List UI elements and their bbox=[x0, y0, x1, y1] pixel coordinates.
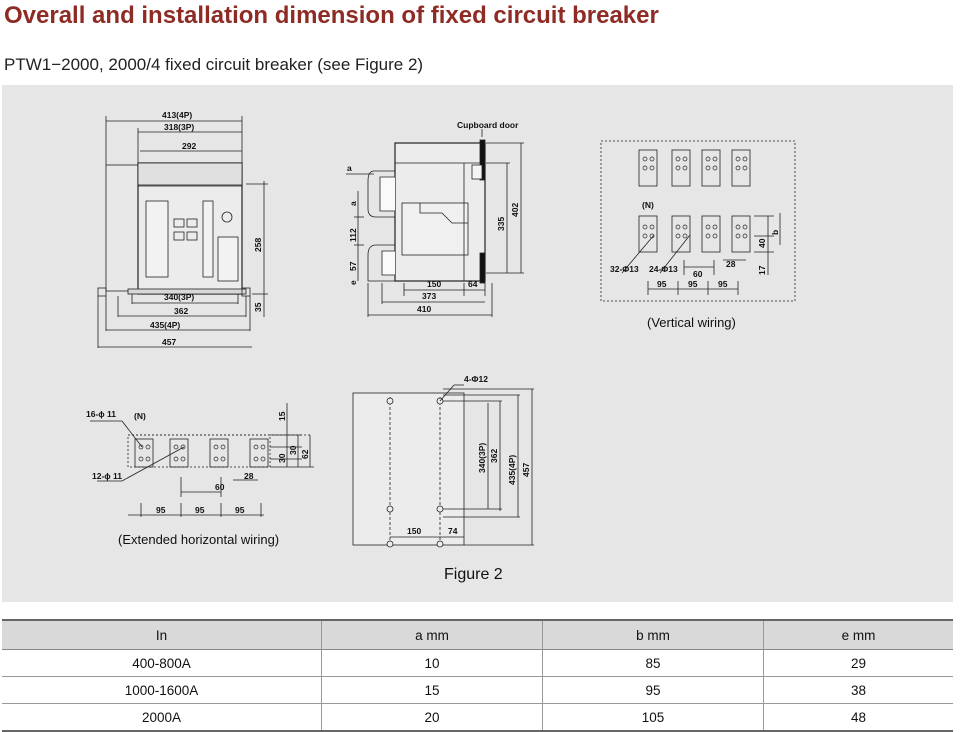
rating-table: In a mm b mm e mm 400-800A 10 85 29 1000… bbox=[2, 619, 953, 732]
cell-in: 2000A bbox=[2, 703, 322, 732]
dim-57: 57 bbox=[348, 261, 358, 271]
vw-32-holes: 32-Φ13 bbox=[610, 264, 639, 274]
vw-dim-b: b bbox=[770, 230, 780, 235]
hw-dim-95-b: 95 bbox=[195, 505, 205, 515]
dim-35: 35 bbox=[253, 302, 263, 312]
vertical-wiring-caption: (Vertical wiring) bbox=[647, 315, 736, 330]
header-in: In bbox=[2, 619, 322, 650]
hw-dim-15: 15 bbox=[277, 411, 287, 421]
cell-in: 1000-1600A bbox=[2, 676, 322, 704]
mount-dim-435-4p: 435(4P) bbox=[507, 455, 517, 485]
dim-150-side: 150 bbox=[427, 279, 441, 289]
horizontal-wiring-caption: (Extended horizontal wiring) bbox=[118, 532, 279, 547]
page-title: Overall and installation dimension of fi… bbox=[4, 2, 659, 29]
mounting-view: 4-Φ12 340(3P) 362 435(4P) 457 150 74 bbox=[352, 374, 534, 548]
vw-dim-28: 28 bbox=[726, 259, 736, 269]
table-header-row: In a mm b mm e mm bbox=[2, 619, 953, 650]
mount-dim-74: 74 bbox=[448, 526, 458, 536]
cell-a: 10 bbox=[321, 649, 543, 677]
table-row: 2000A 20 105 48 bbox=[2, 703, 953, 732]
cell-e: 48 bbox=[763, 703, 953, 732]
cell-e: 29 bbox=[763, 649, 953, 677]
cell-in: 400-800A bbox=[2, 649, 322, 677]
mount-dim-150: 150 bbox=[407, 526, 421, 536]
dim-362: 362 bbox=[174, 306, 188, 316]
mount-dim-362: 362 bbox=[489, 449, 499, 463]
dim-410: 410 bbox=[417, 304, 431, 314]
hw-dim-95-a: 95 bbox=[156, 505, 166, 515]
dim-318-3p: 318(3P) bbox=[164, 122, 194, 132]
cell-e: 38 bbox=[763, 676, 953, 704]
hw-dim-60: 60 bbox=[215, 482, 225, 492]
vw-dim-95-b: 95 bbox=[688, 279, 698, 289]
front-view: 413(4P) 318(3P) 292 258 35 340(3P) 362 4… bbox=[97, 110, 268, 348]
hw-neutral-label: (N) bbox=[134, 411, 146, 421]
dim-340-3p: 340(3P) bbox=[164, 292, 194, 302]
dim-258: 258 bbox=[253, 238, 263, 252]
hw-dim-30-a: 30 bbox=[277, 453, 287, 463]
vw-24-holes: 24-Φ13 bbox=[649, 264, 678, 274]
vw-dim-60: 60 bbox=[693, 269, 703, 279]
header-b-mm: b mm bbox=[542, 619, 764, 650]
dim-457: 457 bbox=[162, 337, 176, 347]
dim-112: 112 bbox=[348, 228, 358, 242]
header-a-mm: a mm bbox=[321, 619, 543, 650]
vertical-wiring-view: (N) 32-Φ13 24-Φ13 60 28 40 b 17 95 95 95… bbox=[600, 140, 796, 330]
cell-a: 15 bbox=[321, 676, 543, 704]
vw-dim-17: 17 bbox=[757, 265, 767, 275]
dim-335: 335 bbox=[496, 217, 506, 231]
dim-292: 292 bbox=[182, 141, 196, 151]
cell-b: 95 bbox=[542, 676, 764, 704]
hw-dim-28: 28 bbox=[244, 471, 254, 481]
dim-e: e bbox=[348, 280, 358, 285]
figure-caption: Figure 2 bbox=[444, 566, 503, 583]
side-view: Cupboard door a a 112 e 57 335 402 150 6… bbox=[346, 120, 524, 317]
table-row: 1000-1600A 15 95 38 bbox=[2, 676, 953, 704]
vw-dim-40: 40 bbox=[757, 238, 767, 248]
dimension-drawing: 413(4P) 318(3P) 292 258 35 340(3P) 362 4… bbox=[86, 110, 796, 583]
cell-b: 85 bbox=[542, 649, 764, 677]
dim-64: 64 bbox=[468, 279, 478, 289]
cupboard-door-label: Cupboard door bbox=[457, 120, 519, 130]
vw-neutral-label: (N) bbox=[642, 200, 654, 210]
vw-dim-95-a: 95 bbox=[657, 279, 667, 289]
dim-435-4p: 435(4P) bbox=[150, 320, 180, 330]
dim-a-top: a bbox=[347, 163, 352, 173]
dim-413-4p: 413(4P) bbox=[162, 110, 192, 120]
drawing-panel: 413(4P) 318(3P) 292 258 35 340(3P) 362 4… bbox=[2, 85, 953, 602]
vw-dim-95-c: 95 bbox=[718, 279, 728, 289]
header-e-mm: e mm bbox=[763, 619, 953, 650]
hw-dim-95-c: 95 bbox=[235, 505, 245, 515]
horizontal-wiring-view: 16-ϕ 11 (N) 12-ϕ 11 15 30 30 62 28 60 95… bbox=[86, 403, 314, 547]
dim-373: 373 bbox=[422, 291, 436, 301]
mount-holes-label: 4-Φ12 bbox=[464, 374, 488, 384]
cell-b: 105 bbox=[542, 703, 764, 732]
dim-a-side: a bbox=[348, 201, 358, 206]
mount-dim-457: 457 bbox=[521, 463, 531, 477]
cell-a: 20 bbox=[321, 703, 543, 732]
mount-dim-340-3p: 340(3P) bbox=[477, 443, 487, 473]
dim-402: 402 bbox=[510, 203, 520, 217]
hw-dim-62: 62 bbox=[300, 449, 310, 459]
hw-dim-30-b: 30 bbox=[288, 445, 298, 455]
hw-12-holes: 12-ϕ 11 bbox=[92, 471, 122, 481]
page-subtitle: PTW1−2000, 2000/4 fixed circuit breaker … bbox=[4, 55, 424, 74]
table-row: 400-800A 10 85 29 bbox=[2, 649, 953, 677]
hw-16-holes: 16-ϕ 11 bbox=[86, 409, 116, 419]
